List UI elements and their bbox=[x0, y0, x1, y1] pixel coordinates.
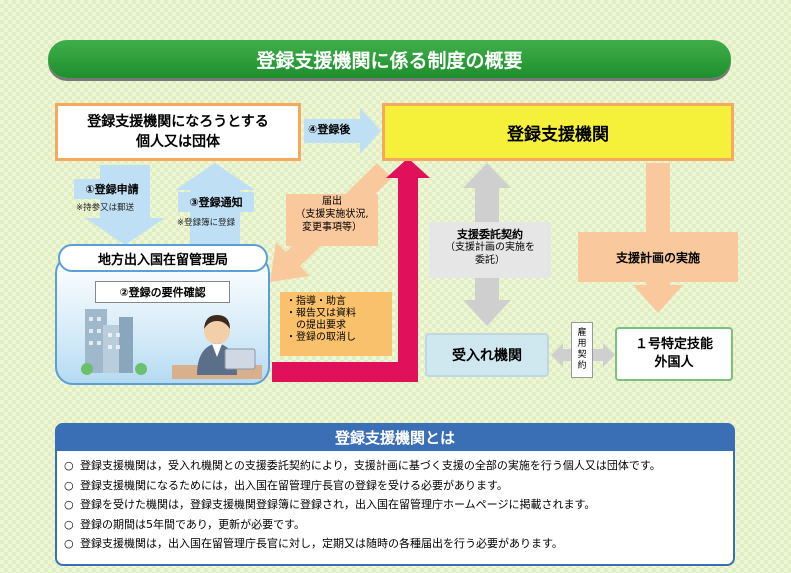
step1-label: ①登録申請 bbox=[74, 179, 150, 199]
implementation-label: 支援計画の実施 bbox=[578, 232, 738, 282]
guidance-item: ・報告又は資料 bbox=[286, 308, 356, 319]
organization-box: 登録支援機関 bbox=[382, 103, 734, 161]
bullet-icon: ○ bbox=[64, 478, 74, 492]
employment-char: 約 bbox=[577, 361, 587, 371]
definition-item: ○登録を受けた機関は，登録支援機関登録簿に登録され，出入国在留管理庁ホームページ… bbox=[64, 495, 729, 515]
guidance-item: ・登録の取消し bbox=[286, 332, 356, 343]
page-title: 登録支援機関に係る制度の概要 bbox=[48, 40, 731, 78]
contract-line3: 委託） bbox=[475, 255, 505, 266]
bureau-illustration bbox=[81, 309, 262, 379]
contract-line1: 支援委託契約 bbox=[457, 228, 523, 241]
step3-label: ③登録通知 bbox=[178, 192, 254, 212]
contract-line2: （支援計画の実施を bbox=[445, 242, 535, 253]
definition-item: ○登録支援機関は，受入れ機関との支援委託契約により，支援計画に基づく支援の全部の… bbox=[64, 456, 729, 476]
definition-item: ○登録支援機関になるためには，出入国在留管理庁長官の登録を受ける必要があります。 bbox=[64, 476, 729, 496]
building-icon bbox=[81, 309, 147, 375]
applicant-line1: 登録支援機関になろうとする bbox=[87, 114, 269, 130]
definition-title: 登録支援機関とは bbox=[55, 423, 735, 451]
notification-line2: （支援実施状況, bbox=[295, 209, 369, 220]
bullet-icon: ○ bbox=[64, 517, 74, 531]
arrow-guidance bbox=[272, 158, 430, 382]
applicant-line2: 個人又は団体 bbox=[136, 134, 220, 150]
notification-line3: 変更事項等） bbox=[302, 222, 362, 233]
employment-contract-label: 雇 用 契 約 bbox=[571, 322, 593, 378]
requirement-check-label: ②登録の要件確認 bbox=[95, 281, 230, 303]
bureau-box bbox=[55, 255, 270, 385]
step1-note: ※持参又は郵送 bbox=[76, 203, 135, 213]
employment-char: 用 bbox=[577, 339, 587, 349]
definition-item: ○登録の期間は5年間であり，更新が必要です。 bbox=[64, 515, 729, 535]
foreigner-line1: １号特定技能 bbox=[634, 337, 713, 352]
guidance-item: の提出要求 bbox=[286, 320, 346, 331]
accepting-organization-box: 受入れ機関 bbox=[425, 333, 549, 377]
officer-icon bbox=[172, 315, 262, 379]
bullet-icon: ○ bbox=[64, 537, 74, 550]
notification-label: 届出 （支援実施状況, 変更事項等） bbox=[286, 194, 378, 246]
step4-label: ④登録後 bbox=[308, 123, 351, 136]
applicant-box: 登録支援機関になろうとする 個人又は団体 bbox=[55, 103, 301, 161]
foreign-national-box: １号特定技能 外国人 bbox=[615, 327, 733, 381]
contract-label: 支援委託契約 （支援計画の実施を 委託） bbox=[429, 222, 551, 278]
foreigner-line2: 外国人 bbox=[654, 355, 694, 370]
bullet-icon: ○ bbox=[64, 498, 74, 511]
notification-line1: 届出 bbox=[322, 196, 342, 207]
definition-list: ○登録支援機関は，受入れ機関との支援委託契約により，支援計画に基づく支援の全部の… bbox=[64, 456, 729, 554]
step3-note: ※登録簿に登録 bbox=[177, 218, 236, 228]
employment-char: 契 bbox=[577, 350, 587, 360]
employment-char: 雇 bbox=[577, 328, 587, 338]
arrow-to-organization bbox=[304, 108, 381, 154]
bullet-icon: ○ bbox=[64, 459, 74, 472]
guidance-item: ・指導・助言 bbox=[286, 296, 346, 307]
guidance-box: ・指導・助言 ・報告又は資料 の提出要求 ・登録の取消し bbox=[280, 292, 392, 356]
definition-item: ○登録支援機関は，出入国在留管理庁長官に対し，定期又は随時の各種届出を行う必要が… bbox=[64, 534, 729, 554]
bureau-title: 地方出入国在留管理局 bbox=[58, 244, 268, 272]
